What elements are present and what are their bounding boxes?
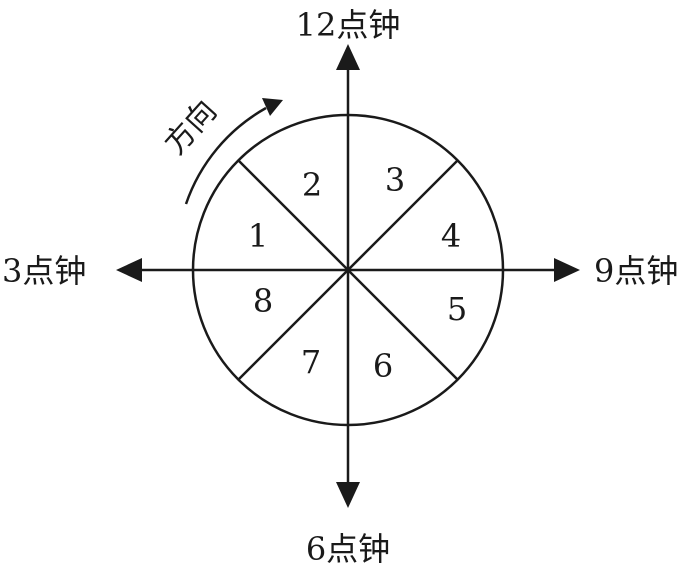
segment-label-4: 4: [441, 217, 461, 255]
segment-label-6: 6: [373, 347, 393, 385]
segment-label-5: 5: [447, 290, 467, 328]
label-9-oclock: 9点钟: [594, 252, 678, 290]
arrow-right-head: [554, 258, 580, 282]
segment-label-3: 3: [385, 161, 405, 199]
arrow-down-head: [336, 482, 360, 508]
arrow-up-head: [336, 44, 360, 70]
label-12-oclock: 12点钟: [296, 6, 401, 44]
direction-arrow-head: [262, 98, 283, 116]
arrow-left-head: [116, 258, 142, 282]
segment-label-7: 7: [301, 343, 321, 381]
segment-label-2: 2: [302, 166, 322, 204]
segment-label-1: 1: [248, 217, 268, 255]
segment-label-8: 8: [253, 282, 273, 320]
label-3-oclock: 3点钟: [2, 252, 86, 290]
label-6-oclock: 6点钟: [306, 530, 390, 568]
direction-arc: [184, 106, 267, 205]
